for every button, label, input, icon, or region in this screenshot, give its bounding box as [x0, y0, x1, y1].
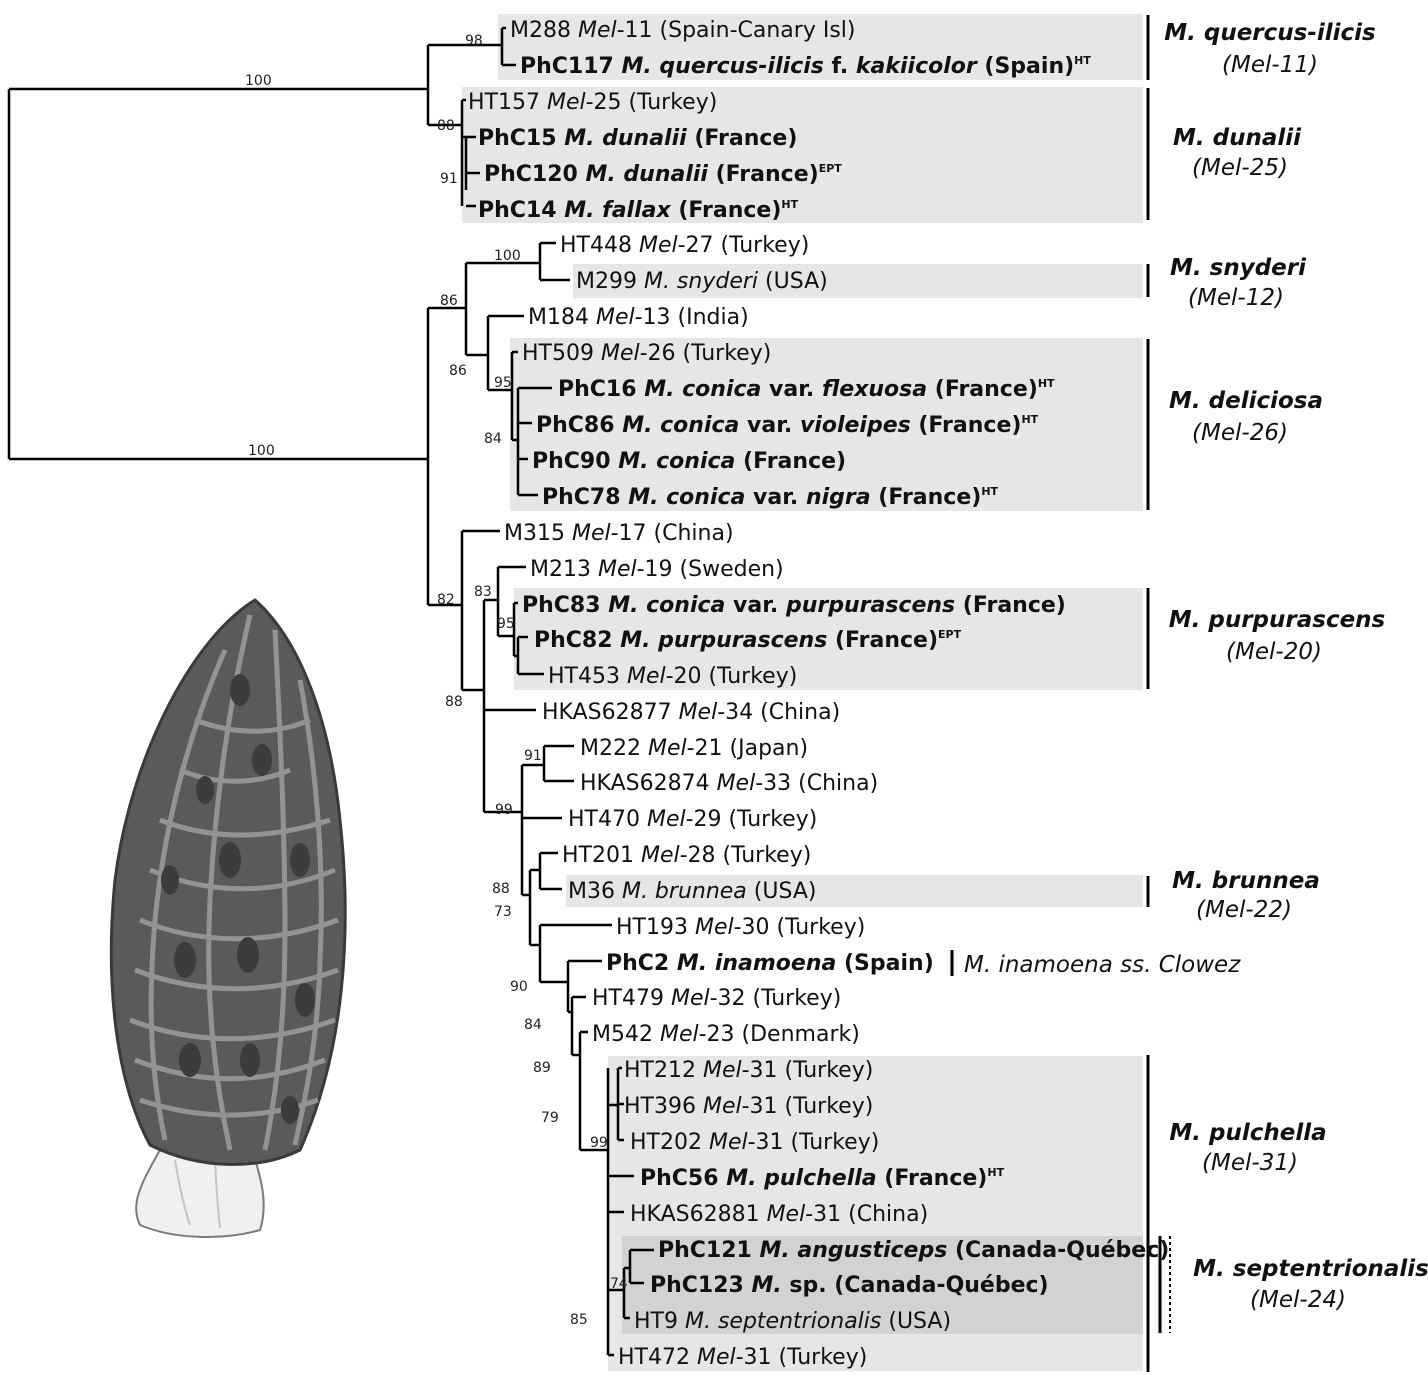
- tip-label: HT202 Mel-31 (Turkey): [630, 1130, 879, 1155]
- tip-label: PhC56 M. pulchella (France)HT: [640, 1166, 1005, 1191]
- clade-code-pulchella: (Mel-31): [1202, 1150, 1298, 1176]
- tip-label: PhC117 M. quercus-ilicis f. kakiicolor (…: [520, 54, 1091, 79]
- tip-label: PhC83 M. conica var. purpurascens (Franc…: [522, 593, 1066, 618]
- bootstrap-value: 100: [248, 443, 275, 459]
- bootstrap-value: 89: [533, 1060, 551, 1076]
- clade-code-deliciosa: (Mel-26): [1192, 420, 1288, 446]
- bootstrap-value: 100: [245, 73, 272, 89]
- bootstrap-value: 85: [570, 1312, 588, 1328]
- bootstrap-value: 91: [524, 748, 542, 764]
- clade-code-brunnea: (Mel-22): [1196, 897, 1292, 923]
- tip-label: PhC14 M. fallax (France)HT: [478, 198, 799, 223]
- tip-label: HT448 Mel-27 (Turkey): [560, 233, 809, 258]
- clade-code-quercus: (Mel-11): [1222, 52, 1318, 78]
- tip-label: PhC15 M. dunalii (France): [478, 126, 797, 151]
- tree-branches: [9, 28, 654, 1355]
- bootstrap-value: 99: [495, 802, 513, 818]
- tip-label: M299 M. snyderi (USA): [576, 269, 828, 294]
- clade-code-septentrionalis: (Mel-24): [1250, 1287, 1346, 1313]
- clade-code-snyderi: (Mel-12): [1188, 285, 1284, 311]
- tip-label: M222 Mel-21 (Japan): [580, 736, 808, 761]
- tip-label: HKAS62881 Mel-31 (China): [630, 1202, 928, 1227]
- tip-label: HT193 Mel-30 (Turkey): [616, 915, 865, 940]
- tip-label: HT201 Mel-28 (Turkey): [562, 843, 811, 868]
- tip-label: PhC16 M. conica var. flexuosa (France)HT: [558, 377, 1055, 402]
- tip-label: PhC123 M. sp. (Canada-Québec): [650, 1273, 1049, 1298]
- bootstrap-value: 100: [494, 248, 521, 264]
- tip-label: M542 Mel-23 (Denmark): [592, 1022, 860, 1047]
- tip-label: HT509 Mel-26 (Turkey): [522, 341, 771, 366]
- clade-name-dunalii: M. dunalii: [1173, 125, 1302, 151]
- tip-label: HKAS62874 Mel-33 (China): [580, 771, 878, 796]
- tip-label: PhC120 M. dunalii (France)EPT: [484, 162, 842, 187]
- tip-label: PhC86 M. conica var. violeipes (France)H…: [536, 413, 1039, 438]
- tip-label: HT472 Mel-31 (Turkey): [618, 1345, 867, 1370]
- bootstrap-value: 90: [510, 979, 528, 995]
- tip-label: HT9 M. septentrionalis (USA): [634, 1309, 951, 1334]
- tip-label: M36 M. brunnea (USA): [568, 879, 816, 904]
- bootstrap-value: 86: [440, 293, 458, 309]
- bootstrap-value: 73: [494, 904, 512, 920]
- tip-label: M315 Mel-17 (China): [504, 521, 734, 546]
- tip-label: HT212 Mel-31 (Turkey): [624, 1058, 873, 1083]
- bootstrap-value: 95: [497, 616, 515, 632]
- clade-name-deliciosa: M. deliciosa: [1169, 388, 1323, 414]
- tip-label: PhC78 M. conica var. nigra (France)HT: [542, 485, 999, 510]
- bootstrap-value: 86: [449, 363, 467, 379]
- bootstrap-value: 82: [437, 592, 455, 608]
- clade-name-inamoena: M. inamoena ss. Clowez: [964, 952, 1241, 978]
- tip-label: HT396 Mel-31 (Turkey): [624, 1094, 873, 1119]
- bootstrap-value: 83: [474, 584, 492, 600]
- tip-label: PhC82 M. purpurascens (France)EPT: [534, 628, 962, 653]
- clade-name-snyderi: M. snyderi: [1170, 255, 1307, 281]
- clade-code-dunalii: (Mel-25): [1192, 155, 1288, 181]
- tip-label: M184 Mel-13 (India): [528, 305, 749, 330]
- bootstrap-value: 95: [494, 375, 512, 391]
- tip-label: HT453 Mel-20 (Turkey): [548, 664, 797, 689]
- bootstrap-value: 88: [492, 881, 510, 897]
- clade-name-purpurascens: M. purpurascens: [1169, 607, 1386, 633]
- tip-label: HKAS62877 Mel-34 (China): [542, 700, 840, 725]
- bootstrap-value: 88: [437, 118, 455, 134]
- tip-label: HT479 Mel-32 (Turkey): [592, 986, 841, 1011]
- bootstrap-value: 79: [541, 1110, 559, 1126]
- tip-label: HT157 Mel-25 (Turkey): [468, 90, 717, 115]
- tip-label: PhC2 M. inamoena (Spain): [606, 951, 934, 976]
- clade-name-quercus: M. quercus-ilicis: [1164, 20, 1376, 46]
- bootstrap-value: 98: [465, 33, 483, 49]
- clade-code-purpurascens: (Mel-20): [1226, 639, 1322, 665]
- clade-name-septentrionalis: M. septentrionalis: [1193, 1256, 1428, 1282]
- bootstrap-value: 91: [440, 171, 458, 187]
- bootstrap-value: 84: [524, 1017, 542, 1033]
- bootstrap-value: 74: [610, 1276, 628, 1292]
- tip-label: M288 Mel-11 (Spain-Canary Isl): [510, 18, 856, 43]
- clade-name-brunnea: M. brunnea: [1172, 868, 1320, 894]
- bootstrap-value: 88: [445, 694, 463, 710]
- bootstrap-value: 84: [484, 431, 502, 447]
- clade-name-pulchella: M. pulchella: [1169, 1120, 1326, 1146]
- morel-mushroom-image: [111, 600, 345, 1237]
- tip-label: PhC121 M. angusticeps (Canada-Québec): [658, 1238, 1169, 1263]
- tip-label: HT470 Mel-29 (Turkey): [568, 807, 817, 832]
- bootstrap-value: 99: [590, 1135, 608, 1151]
- tip-label: PhC90 M. conica (France): [532, 449, 846, 474]
- tip-label: M213 Mel-19 (Sweden): [530, 557, 784, 582]
